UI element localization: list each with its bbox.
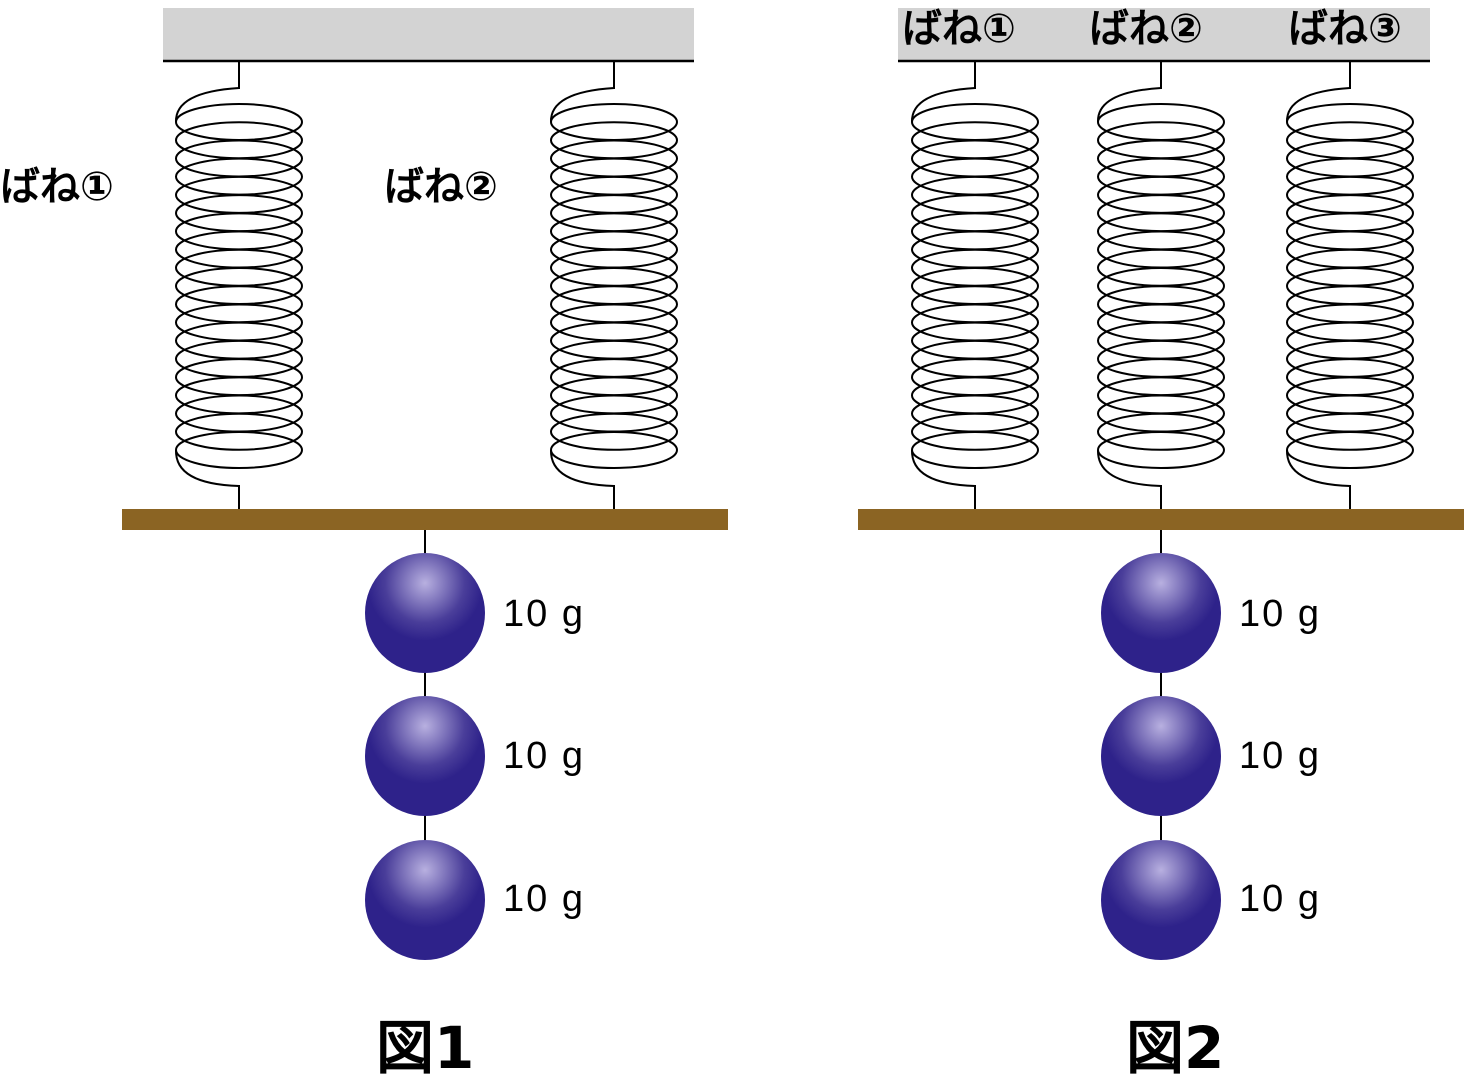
spring-coil	[1286, 412, 1414, 451]
spring-coil	[1097, 412, 1225, 451]
spring	[549, 61, 678, 509]
spring-bottom-wire	[1285, 449, 1351, 509]
spring	[910, 61, 1039, 509]
spring-top-wire	[1096, 61, 1162, 123]
weight-ball	[365, 840, 485, 960]
spring	[1096, 61, 1225, 509]
spring-label-2: ばね②	[384, 164, 498, 210]
spring-bottom-wire	[910, 449, 976, 509]
spring-coil	[175, 412, 303, 451]
figure-caption: 図1	[376, 1014, 474, 1078]
spring-bottom-wire	[1096, 449, 1162, 509]
spring-top-wire	[174, 61, 240, 123]
spring-coil	[911, 412, 1039, 451]
hanging-bar	[122, 509, 728, 530]
spring-top-wire	[910, 61, 976, 123]
spring-top-wire	[1285, 61, 1351, 123]
mass-label: 10 g	[503, 735, 585, 777]
weight-ball	[1101, 696, 1221, 816]
hanging-bar	[858, 509, 1464, 530]
mass-label: 10 g	[503, 593, 585, 635]
spring-top-wire	[549, 61, 615, 123]
mass-label: 10 g	[1239, 593, 1321, 635]
weight-ball	[365, 553, 485, 673]
ceiling	[898, 8, 1430, 61]
mass-label: 10 g	[503, 878, 585, 920]
spring-label-1: ばね①	[0, 164, 114, 210]
figure-2: ばね① ばね② ばね③ 10 g 10 g 10 g 図2	[858, 6, 1464, 1078]
spring-bottom-wire	[174, 449, 240, 509]
mass-label: 10 g	[1239, 735, 1321, 777]
spring-label-3: ばね③	[1288, 6, 1402, 52]
weight-ball	[1101, 553, 1221, 673]
weight-ball	[365, 696, 485, 816]
spring	[1285, 61, 1414, 509]
figure-1: ばね① ばね② 10 g 10 g 10 g 図1	[0, 8, 728, 1078]
mass-label: 10 g	[1239, 878, 1321, 920]
figure-caption: 図2	[1126, 1014, 1224, 1078]
spring	[174, 61, 303, 509]
spring-label-1: ばね①	[902, 6, 1016, 52]
ceiling	[163, 8, 694, 60]
spring-label-2: ばね②	[1089, 6, 1203, 52]
spring-bottom-wire	[549, 449, 615, 509]
weight-ball	[1101, 840, 1221, 960]
spring-coil	[550, 412, 678, 451]
